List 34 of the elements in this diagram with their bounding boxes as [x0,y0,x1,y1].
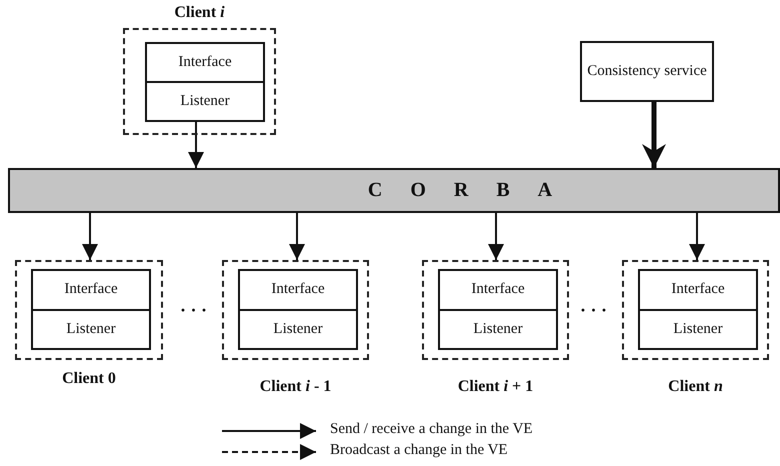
ellipsis: · · · [580,300,608,321]
legend-label: Send / receive a change in the VE [330,421,533,438]
component-box [145,42,265,122]
arrow [188,122,204,168]
component-box [638,269,758,350]
ellipsis: · · · [180,300,208,321]
middleware-bar [8,168,780,213]
legend-label: Broadcast a change in the VE [330,442,508,459]
component-label: Listener [33,308,149,348]
component-box [438,269,558,350]
arrow [289,213,305,260]
client-title: Client n [667,378,724,396]
client-title: Client 0 [61,370,117,388]
arrow [689,213,705,260]
arrow [642,102,666,168]
component-label: Interface [670,280,726,300]
component-label: Listener [147,81,263,120]
component-label: Listener [640,308,756,348]
component-label: Listener [440,308,556,348]
service-label: Consistency service [587,62,707,81]
component-label: Listener [240,308,356,348]
client-title: Client i - 1 [258,378,332,396]
client-title: Client i + 1 [456,378,534,396]
arrow [82,213,98,260]
component-box [238,269,358,350]
component-label: Interface [470,280,526,300]
client-title: Client i [173,4,226,22]
service-box [580,41,714,102]
arrow [488,213,504,260]
component-label: Interface [177,53,233,72]
component-box [31,269,151,350]
component-label: Interface [270,280,326,300]
component-label: Interface [63,280,119,300]
bar-label: CORBA [368,179,580,202]
